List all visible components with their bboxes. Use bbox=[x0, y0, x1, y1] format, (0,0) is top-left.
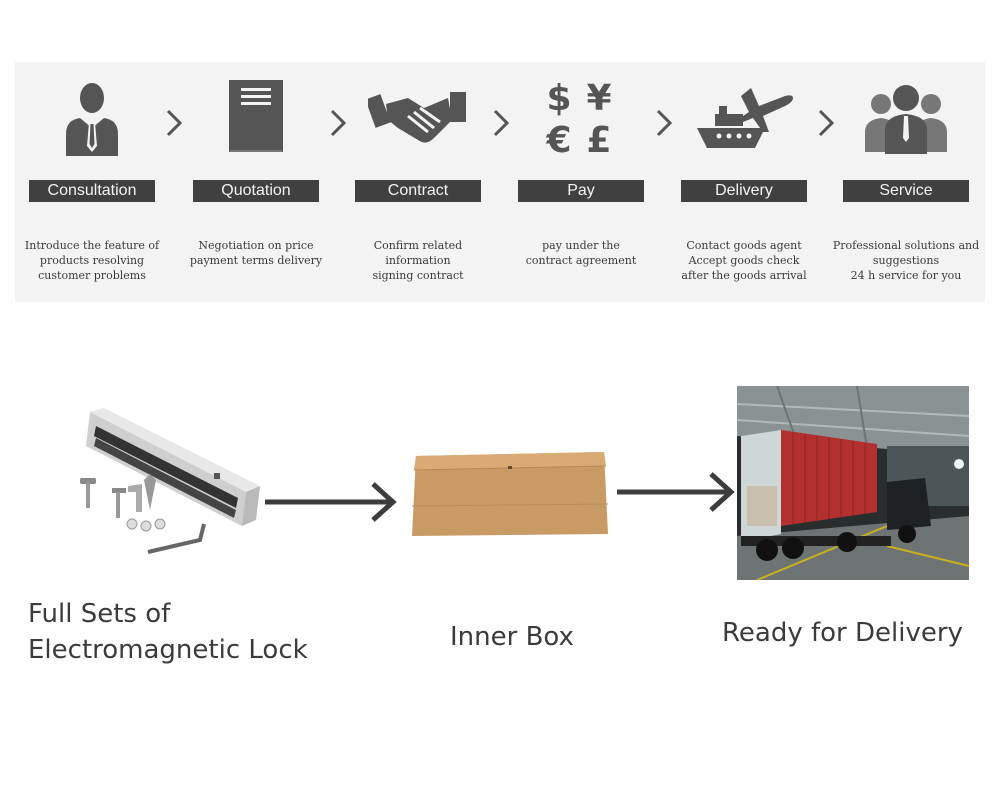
step-quotation: Quotation Negotiation on price payment t… bbox=[181, 62, 331, 302]
electromagnetic-lock-photo bbox=[70, 400, 265, 560]
person-icon bbox=[17, 76, 167, 171]
step-description: Confirm related information signing cont… bbox=[372, 239, 464, 282]
team-icon bbox=[831, 76, 981, 171]
step-label: Delivery bbox=[681, 180, 807, 202]
step-label: Service bbox=[843, 180, 969, 202]
step-description: Contact goods agent Accept goods check a… bbox=[681, 239, 807, 282]
svg-text:€: € bbox=[545, 120, 571, 158]
step-pay: $ ¥ € £ Pay pay under the contract agree… bbox=[506, 62, 656, 302]
lock-caption: Full Sets of Electromagnetic Lock bbox=[28, 599, 308, 665]
delivery-caption: Ready for Delivery bbox=[722, 618, 963, 648]
ship-plane-icon bbox=[669, 76, 819, 171]
handshake-icon bbox=[343, 76, 493, 171]
step-description: pay under the contract agreement bbox=[525, 239, 637, 267]
chevron-right-icon bbox=[166, 109, 183, 137]
step-label: Consultation bbox=[29, 180, 155, 202]
currency-icon: $ ¥ € £ bbox=[506, 76, 656, 171]
svg-text:$: $ bbox=[546, 78, 571, 119]
chevron-right-icon bbox=[656, 109, 673, 137]
arrow-right-icon bbox=[265, 482, 397, 522]
arrow-right-icon bbox=[617, 472, 735, 512]
step-description: Negotiation on price payment terms deliv… bbox=[189, 239, 323, 267]
cardboard-box-photo bbox=[408, 448, 614, 540]
chevron-right-icon bbox=[818, 109, 835, 137]
step-label: Pay bbox=[518, 180, 644, 202]
step-description: Introduce the feature of products resolv… bbox=[24, 239, 160, 282]
step-label: Quotation bbox=[193, 180, 319, 202]
step-service: Service Professional solutions and sugge… bbox=[831, 62, 981, 302]
step-consultation: Consultation Introduce the feature of pr… bbox=[17, 62, 167, 302]
chevron-right-icon bbox=[330, 109, 347, 137]
process-steps-band: Consultation Introduce the feature of pr… bbox=[15, 62, 985, 302]
svg-text:£: £ bbox=[586, 120, 611, 158]
box-caption: Inner Box bbox=[450, 622, 574, 652]
chevron-right-icon bbox=[493, 109, 510, 137]
step-label: Contract bbox=[355, 180, 481, 202]
truck-container-photo bbox=[737, 386, 969, 580]
step-description: Professional solutions and suggestions 2… bbox=[832, 239, 980, 282]
step-delivery: Delivery Contact goods agent Accept good… bbox=[669, 62, 819, 302]
document-icon bbox=[181, 76, 331, 171]
svg-text:¥: ¥ bbox=[586, 78, 611, 119]
step-contract: Contract Confirm related information sig… bbox=[343, 62, 493, 302]
